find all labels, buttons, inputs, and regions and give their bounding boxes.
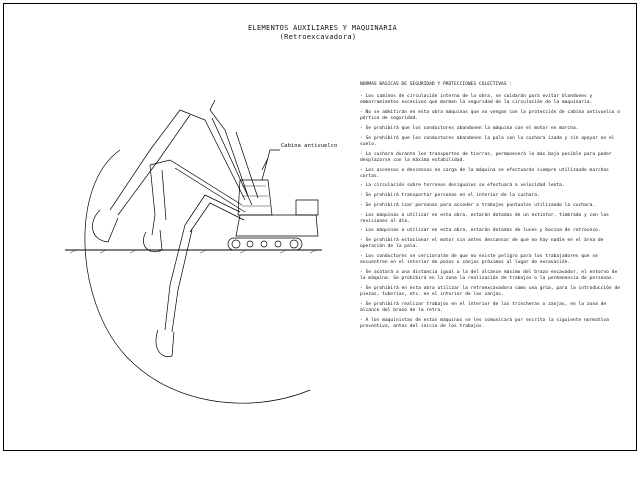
cab-callout-label: Cabina antivuelco: [281, 143, 338, 149]
drawing-frame: [3, 3, 637, 451]
boom-mid: [149, 159, 243, 206]
note-item: - La cuchara durante los transportes de …: [360, 151, 612, 163]
arm-raised: [109, 109, 181, 211]
note-item: - Los ascensos o descensos en carga de l…: [360, 167, 609, 179]
note-item: - Se prohibirá que los conductores aband…: [360, 126, 579, 132]
excavator-cab: [237, 179, 273, 216]
title-line-2: (Retroexcavadora): [279, 33, 357, 41]
note-item: - Se prohibirá transportar personas en e…: [360, 193, 540, 199]
note-item: - Se prohibirá que los conductores aband…: [360, 135, 615, 147]
note-item: - Los conductores se cerciorarán de que …: [360, 254, 598, 266]
excavator-tracks: [227, 237, 303, 251]
note-item: - Se prohibirá en esta obra utilizar la …: [360, 285, 620, 298]
boom-raised: [179, 109, 246, 201]
note-item: - Las máquinas a utilizar en esta obra, …: [360, 228, 601, 234]
bucket-raised: [92, 209, 119, 243]
safety-notes: NORMAS BASICAS DE SEGURIDAD Y PROTECCION…: [360, 82, 622, 334]
notes-heading: NORMAS BASICAS DE SEGURIDAD Y PROTECCION…: [360, 82, 513, 87]
boom-high-right: [209, 99, 249, 197]
bucket-mid: [143, 229, 163, 253]
note-item: - Se prohibirá izar personas para accede…: [360, 202, 596, 208]
ground-hatch: [69, 249, 317, 254]
note-item: - Las máquinas a utilizar en esta obra, …: [360, 212, 609, 224]
hydraulic-cylinder: [261, 157, 269, 171]
track-rollers: [231, 239, 299, 249]
note-item: - Los caminos de circulación interna de …: [360, 94, 593, 106]
note-item: - Se prohibirá estacionar el motor sin a…: [360, 238, 604, 250]
note-item: - No se admitirán en esta obra máquinas …: [360, 110, 620, 122]
note-item: - Se acotará a una distancia igual a la …: [360, 269, 618, 282]
excavator-body: [235, 214, 319, 237]
arm-low: [164, 224, 186, 331]
note-item: - La circulación sobre terrenos desigual…: [360, 183, 565, 189]
arm-mid: [149, 164, 156, 236]
bucket-low: [155, 329, 175, 358]
boom-low: [184, 194, 241, 226]
title-line-1: ELEMENTOS AUXILIARES Y MAQUINARIA: [248, 24, 397, 32]
callout-leader: [261, 149, 280, 181]
note-item: - Se prohibirá realizar trabajos en el i…: [360, 301, 607, 313]
drawing-title: ELEMENTOS AUXILIARES Y MAQUINARIA (Retro…: [248, 24, 397, 42]
reach-arc: [84, 149, 311, 404]
note-item: - A los maquinistas de estas máquinas se…: [360, 317, 609, 329]
counterweight: [295, 199, 319, 216]
